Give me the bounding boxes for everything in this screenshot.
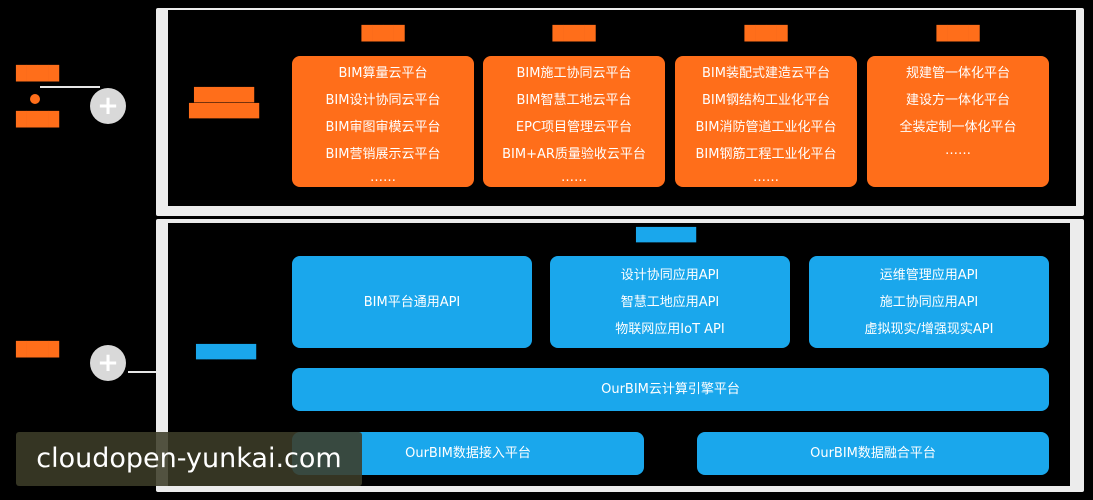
api-item: 智慧工地应用API bbox=[620, 294, 720, 310]
platform-item: 规建管一体化平台 bbox=[905, 66, 1010, 81]
api-item: 运维管理应用API bbox=[879, 267, 979, 283]
platform-item: BIM设计协同云平台 bbox=[325, 93, 441, 108]
platform-item: BIM营销展示云平台 bbox=[325, 147, 441, 162]
watermark-label: cloudopen-yunkai.com bbox=[16, 432, 362, 486]
api-item: 设计协同应用API bbox=[620, 267, 720, 283]
more-ellipsis: …… bbox=[561, 170, 587, 185]
plus-icon: + bbox=[90, 88, 126, 124]
left-connector-dot bbox=[30, 94, 40, 104]
api-card: BIM平台通用API bbox=[292, 256, 532, 348]
more-ellipsis: …… bbox=[370, 170, 396, 185]
platform-card: BIM施工协同云平台 BIM智慧工地云平台 EPC项目管理云平台 BIM+AR质… bbox=[483, 56, 665, 187]
data-fusion-platform-bar: OurBIM数据融合平台 bbox=[697, 432, 1049, 475]
platform-card: BIM装配式建造云平台 BIM钢结构工业化平台 BIM消防管道工业化平台 BIM… bbox=[675, 56, 857, 187]
column-header: ████ bbox=[361, 26, 405, 42]
api-item: BIM平台通用API bbox=[363, 294, 461, 310]
plus-icon: + bbox=[90, 345, 126, 381]
api-item: 物联网应用IoT API bbox=[615, 321, 725, 337]
column-header: ████ bbox=[744, 26, 788, 42]
column-header: ████ bbox=[552, 26, 596, 42]
platform-item: 全装定制一体化平台 bbox=[899, 120, 1017, 135]
top-section-tag: ██████ ███████ bbox=[189, 88, 259, 119]
platform-item: BIM审图审模云平台 bbox=[325, 120, 441, 135]
platform-item: BIM施工协同云平台 bbox=[516, 66, 632, 81]
platform-item: EPC项目管理云平台 bbox=[515, 120, 633, 135]
api-item: 施工协同应用API bbox=[879, 294, 979, 310]
platform-card: 规建管一体化平台 建设方一体化平台 全装定制一体化平台 …… bbox=[867, 56, 1049, 187]
more-ellipsis: …… bbox=[753, 170, 779, 185]
platform-card: BIM算量云平台 BIM设计协同云平台 BIM审图审模云平台 BIM营销展示云平… bbox=[292, 56, 474, 187]
platform-item: BIM+AR质量验收云平台 bbox=[502, 147, 646, 162]
api-item: 虚拟现实/增强现实API bbox=[864, 321, 994, 337]
column-header: ████ bbox=[936, 26, 980, 42]
platform-item: BIM钢筋工程工业化平台 bbox=[695, 147, 837, 162]
platform-item: BIM智慧工地云平台 bbox=[516, 93, 632, 108]
bottom-section-tag: ██████ bbox=[196, 345, 256, 360]
data-access-platform-label: OurBIM数据接入平台 bbox=[405, 446, 531, 461]
platform-item: BIM装配式建造云平台 bbox=[702, 66, 830, 81]
api-section-header: ██████ bbox=[636, 228, 696, 243]
engine-platform-bar: OurBIM云计算引擎平台 bbox=[292, 368, 1049, 411]
api-card: 设计协同应用API 智慧工地应用API 物联网应用IoT API bbox=[550, 256, 790, 348]
platform-item: BIM消防管道工业化平台 bbox=[695, 120, 837, 135]
engine-platform-label: OurBIM云计算引擎平台 bbox=[601, 382, 740, 397]
data-fusion-platform-label: OurBIM数据融合平台 bbox=[810, 446, 936, 461]
bottom-left-label: ████ bbox=[16, 342, 60, 358]
bottom-connector-line bbox=[128, 371, 166, 373]
platform-item: 建设方一体化平台 bbox=[905, 93, 1010, 108]
top-connector-line bbox=[40, 86, 100, 88]
top-left-label-b: ████ bbox=[16, 112, 60, 128]
top-left-label-a: ████ bbox=[16, 66, 60, 82]
more-ellipsis: …… bbox=[945, 143, 971, 158]
platform-item: BIM算量云平台 bbox=[338, 66, 428, 81]
api-card: 运维管理应用API 施工协同应用API 虚拟现实/增强现实API bbox=[809, 256, 1049, 348]
platform-item: BIM钢结构工业化平台 bbox=[702, 93, 830, 108]
